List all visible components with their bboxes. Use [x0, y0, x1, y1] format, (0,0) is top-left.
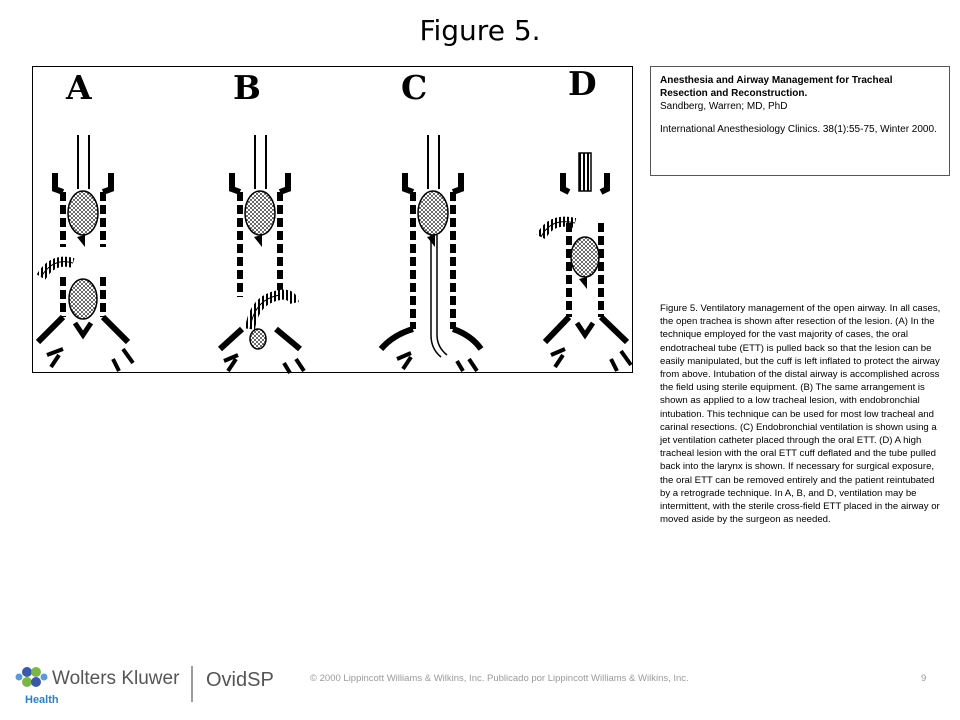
- panel-a-drawing: [35, 135, 135, 372]
- panel-d-drawing: [536, 152, 633, 372]
- panel-c-drawing: [378, 135, 484, 373]
- product-name: OvidSP: [206, 669, 274, 691]
- wolters-kluwer-mark-icon: [15, 667, 48, 687]
- reference-citation: International Anesthesiology Clinics. 38…: [660, 124, 937, 135]
- panel-label-c: C: [401, 68, 428, 107]
- reference-authors: Sandberg, Warren; MD, PhD: [660, 101, 788, 112]
- airway-figure: A B C D: [32, 64, 633, 374]
- panel-b-drawing: [217, 135, 306, 374]
- reference-box: Anesthesia and Airway Management for Tra…: [650, 66, 950, 176]
- panel-label-b: B: [233, 68, 261, 107]
- wolters-kluwer-ovidsp-logo: Wolters Kluwer Health OvidSP: [15, 666, 274, 706]
- page-number: 9: [921, 673, 927, 684]
- brand-sub: Health: [25, 694, 59, 706]
- figure-caption: Figure 5. Ventilatory management of the …: [660, 303, 941, 526]
- reference-title: Anesthesia and Airway Management for Tra…: [660, 75, 893, 99]
- brand-name: Wolters Kluwer: [52, 668, 180, 689]
- panel-label-a: A: [66, 68, 92, 107]
- copyright-notice: © 2000 Lippincott Williams & Wilkins, In…: [310, 673, 689, 684]
- slide-title: Figure 5.: [419, 14, 541, 47]
- airway-illustration: [35, 135, 633, 374]
- panel-label-d: D: [568, 64, 597, 103]
